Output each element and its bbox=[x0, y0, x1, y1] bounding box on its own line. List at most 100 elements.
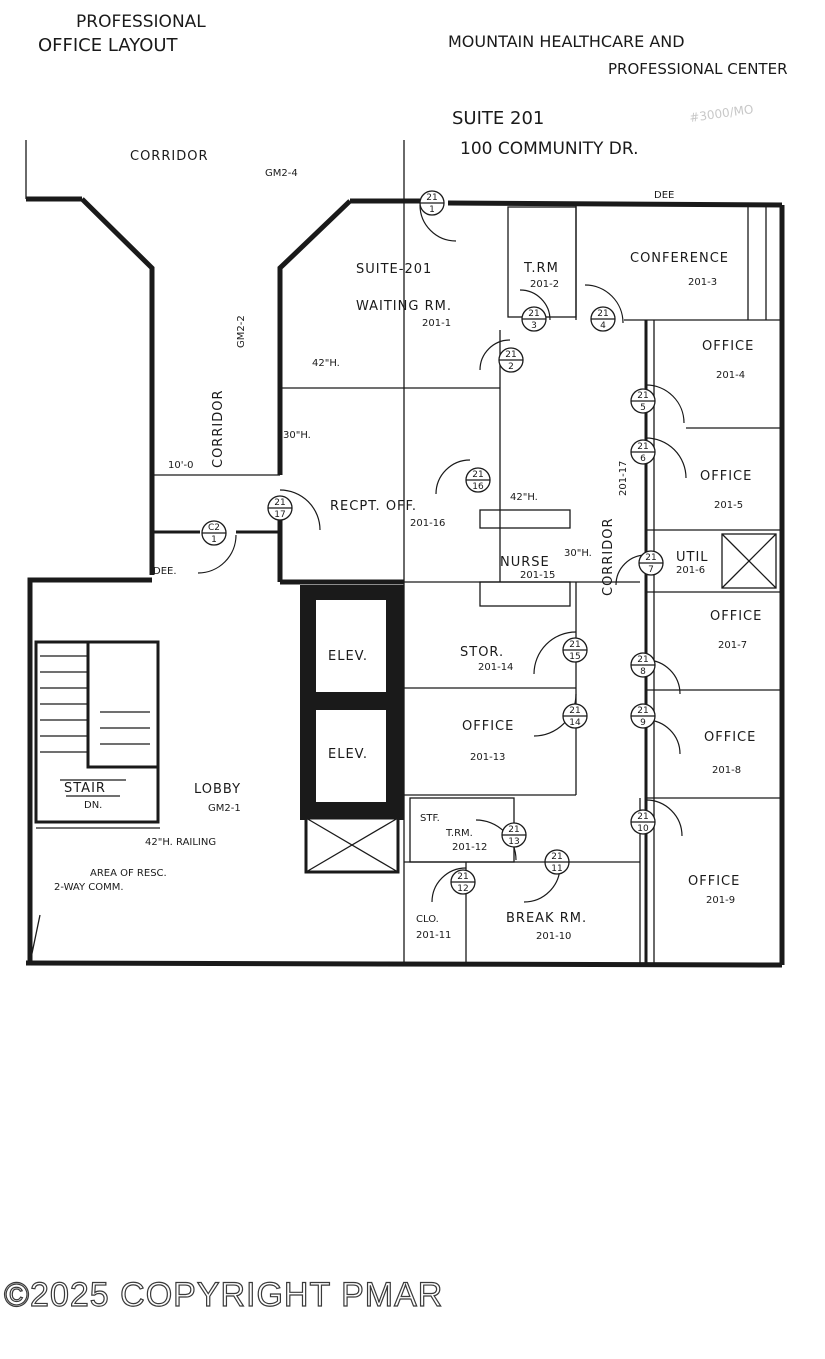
svg-text:12: 12 bbox=[457, 884, 468, 894]
door-tag: 212 bbox=[498, 347, 524, 373]
svg-text:C2: C2 bbox=[208, 523, 220, 533]
office-13-label: OFFICE bbox=[462, 719, 514, 734]
suite-title: SUITE-201 bbox=[356, 262, 432, 277]
office-8-label: OFFICE bbox=[704, 730, 756, 745]
storage-label: STOR. bbox=[460, 645, 504, 660]
svg-text:21: 21 bbox=[569, 706, 580, 716]
office-9-code: 201-9 bbox=[706, 895, 735, 906]
height-note-42-a: 42"H. bbox=[312, 358, 340, 369]
copyright-watermark: ©2025 COPYRIGHT PMAR bbox=[3, 1275, 444, 1314]
staff-toilet-code: 201-12 bbox=[452, 842, 487, 853]
area-of-rescue-label: AREA OF RESC. bbox=[90, 868, 167, 879]
building-walls bbox=[25, 140, 785, 968]
svg-text:21: 21 bbox=[637, 812, 648, 822]
suite-number: SUITE 201 bbox=[452, 108, 544, 129]
stair-down-label: DN. bbox=[84, 800, 102, 811]
corridor-left-label: CORRIDOR bbox=[211, 390, 226, 468]
corridor-width: 10'-0 bbox=[168, 460, 193, 471]
door-tag: 217 bbox=[638, 550, 664, 576]
svg-text:16: 16 bbox=[472, 482, 484, 492]
corridor-top-code: GM2-4 bbox=[265, 168, 298, 179]
height-note-30-a: 30"H. bbox=[283, 430, 311, 441]
svg-text:21: 21 bbox=[508, 825, 519, 835]
closet-label: CLO. bbox=[416, 914, 439, 925]
stair-label: STAIR bbox=[64, 781, 106, 796]
waiting-room-label: WAITING RM. bbox=[356, 299, 452, 314]
lobby-corner bbox=[29, 914, 41, 964]
elevator-core bbox=[300, 585, 404, 874]
office-4-label: OFFICE bbox=[702, 339, 754, 354]
svg-text:21: 21 bbox=[637, 655, 648, 665]
street-address: 100 COMMUNITY DR. bbox=[460, 139, 638, 159]
door-tag: C21 bbox=[201, 520, 227, 546]
toilet-room-label: T.RM bbox=[523, 261, 559, 276]
svg-text:17: 17 bbox=[274, 510, 285, 520]
corridor-left-code: GM2-2 bbox=[236, 315, 247, 348]
conference-label: CONFERENCE bbox=[630, 251, 729, 266]
office-13-code: 201-13 bbox=[470, 752, 505, 763]
svg-text:21: 21 bbox=[472, 470, 483, 480]
svg-text:21: 21 bbox=[274, 498, 285, 508]
corridor-top-label: CORRIDOR bbox=[130, 149, 208, 164]
stair-well bbox=[34, 640, 160, 824]
svg-text:2: 2 bbox=[508, 362, 514, 372]
svg-text:21: 21 bbox=[457, 872, 468, 882]
svg-text:4: 4 bbox=[600, 321, 606, 331]
svg-text:9: 9 bbox=[640, 718, 646, 728]
office-8-code: 201-8 bbox=[712, 765, 741, 776]
svg-text:10: 10 bbox=[637, 824, 649, 834]
waiting-room-code: 201-1 bbox=[422, 318, 451, 329]
svg-text:21: 21 bbox=[637, 706, 648, 716]
reception-label: RECPT. OFF. bbox=[330, 499, 417, 514]
dee-note-2: DEE bbox=[654, 190, 674, 201]
door-tag: 211 bbox=[419, 190, 445, 216]
storage-code: 201-14 bbox=[478, 662, 513, 673]
svg-text:13: 13 bbox=[508, 837, 519, 847]
railing-note: 42"H. RAILING bbox=[145, 837, 216, 848]
dee-note-1: DEE. bbox=[153, 566, 177, 577]
svg-text:8: 8 bbox=[640, 667, 646, 677]
toilet-room-code: 201-2 bbox=[530, 279, 559, 290]
door-tag: 214 bbox=[590, 306, 616, 332]
office-7-label: OFFICE bbox=[710, 609, 762, 624]
svg-text:21: 21 bbox=[528, 309, 539, 319]
svg-text:21: 21 bbox=[597, 309, 608, 319]
center-name-line1: MOUNTAIN HEALTHCARE AND bbox=[448, 32, 685, 51]
break-room-label: BREAK RM. bbox=[506, 911, 587, 926]
lobby-label: LOBBY bbox=[194, 782, 241, 797]
office-5-label: OFFICE bbox=[700, 469, 752, 484]
svg-text:5: 5 bbox=[640, 403, 646, 413]
pencil-price-note: #3000/MO bbox=[688, 102, 754, 125]
svg-text:1: 1 bbox=[211, 535, 217, 545]
svg-text:21: 21 bbox=[569, 640, 580, 650]
office-9-label: OFFICE bbox=[688, 874, 740, 889]
reception-code: 201-16 bbox=[410, 518, 445, 529]
svg-text:21: 21 bbox=[426, 193, 437, 203]
inner-corridor-label: CORRIDOR bbox=[601, 518, 616, 596]
closet-code: 201-11 bbox=[416, 930, 451, 941]
svg-text:3: 3 bbox=[531, 321, 537, 331]
staff-toilet-label: STF. bbox=[420, 813, 440, 824]
lobby-code: GM2-1 bbox=[208, 803, 241, 814]
elevator-1-label: ELEV. bbox=[328, 649, 368, 664]
door-tag: 213 bbox=[521, 306, 547, 332]
elevator-2-label: ELEV. bbox=[328, 747, 368, 762]
layout-title-line1: PROFESSIONAL bbox=[76, 12, 206, 32]
office-5-code: 201-5 bbox=[714, 500, 743, 511]
svg-text:21: 21 bbox=[637, 442, 648, 452]
svg-text:7: 7 bbox=[648, 565, 654, 575]
svg-text:11: 11 bbox=[551, 864, 562, 874]
utility-label: UTIL bbox=[676, 550, 709, 565]
door-tag: 218 bbox=[630, 652, 656, 678]
door-tag: 219 bbox=[630, 703, 656, 729]
office-7-code: 201-7 bbox=[718, 640, 747, 651]
door-tag: 215 bbox=[630, 388, 656, 414]
